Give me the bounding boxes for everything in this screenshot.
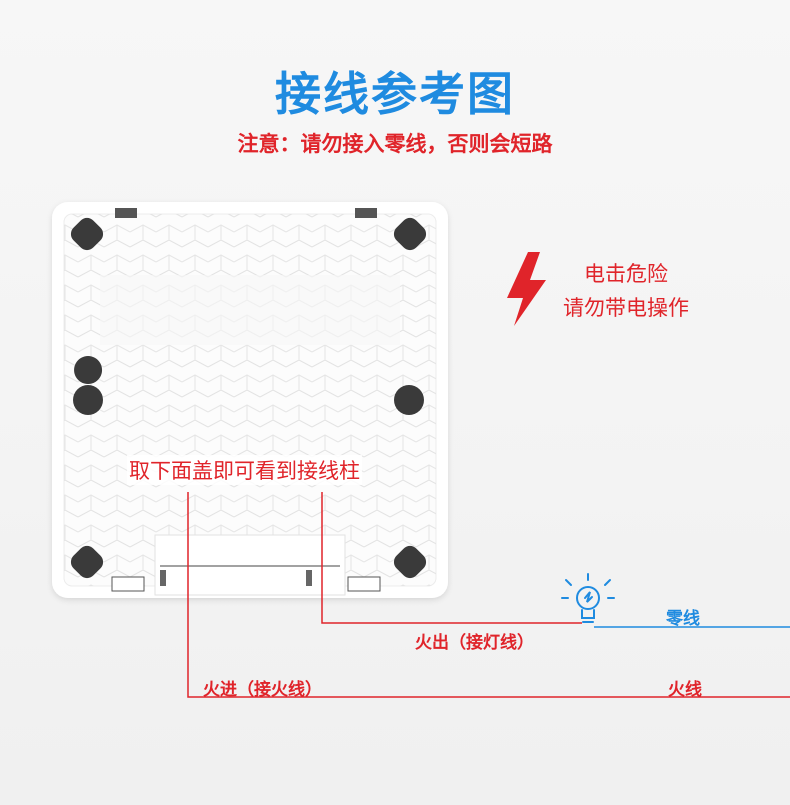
switch-back-plate (52, 202, 448, 598)
page-title: 接线参考图 (275, 67, 515, 121)
light-bulb-icon (561, 573, 615, 623)
live-label: 火线 (668, 680, 702, 700)
mounting-holes (70, 217, 427, 579)
live-out-label: 火出（接灯线） (415, 633, 534, 653)
instruction-text: 取下面盖即可看到接线柱 (127, 455, 362, 485)
danger-line-1: 电击危险 (584, 262, 668, 286)
neutral-label: 零线 (666, 609, 700, 629)
warning-text: 注意：请勿接入零线，否则会短路 (237, 132, 553, 156)
terminal-block (111, 534, 381, 596)
danger-line-2: 请勿带电操作 (563, 296, 689, 320)
wires (187, 492, 790, 698)
lightning-icon (507, 252, 546, 326)
live-in-label: 火进（接火线） (203, 680, 322, 700)
